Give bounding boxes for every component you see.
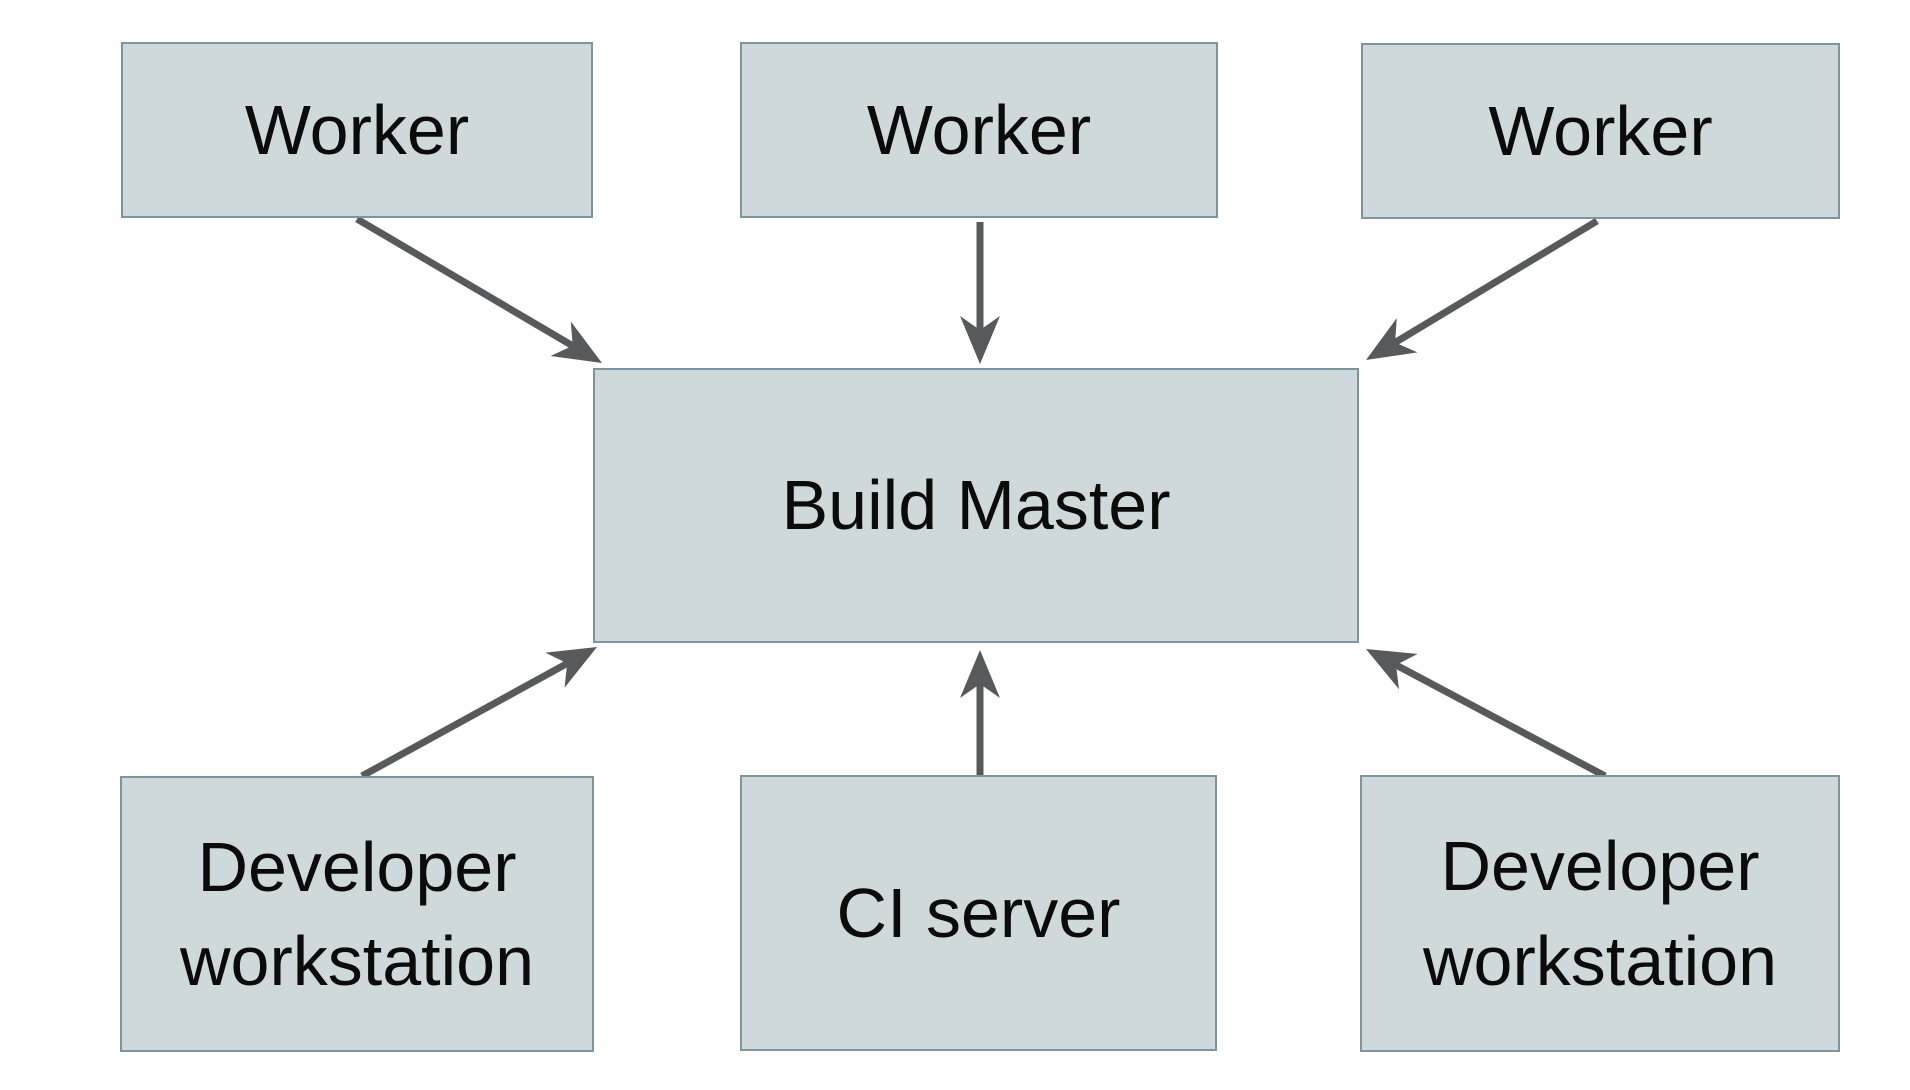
node-ci-server-label: CI server	[836, 873, 1121, 952]
node-worker-1: Worker	[121, 42, 593, 218]
arrow-worker-3-to-build-master	[1365, 218, 1599, 361]
node-developer-workstation-left-label: Developer workstation	[179, 827, 535, 1001]
node-developer-workstation-right-label: Developer workstation	[1422, 827, 1778, 1000]
node-worker-3: Worker	[1361, 43, 1840, 219]
node-worker-2: Worker	[740, 42, 1218, 218]
arrow-developer-workstation-left-to-build-master	[360, 647, 598, 780]
node-build-master: Build Master	[593, 368, 1359, 643]
node-worker-1-label: Worker	[244, 90, 470, 169]
arrow-developer-workstation-right-to-build-master	[1365, 649, 1607, 780]
node-build-master-label: Build Master	[781, 466, 1171, 545]
arrow-worker-1-to-build-master	[355, 215, 603, 364]
node-ci-server: CI server	[740, 775, 1217, 1051]
node-worker-3-label: Worker	[1488, 91, 1713, 170]
node-developer-workstation-left: Developer workstation	[120, 776, 594, 1052]
node-worker-2-label: Worker	[866, 90, 1092, 169]
node-developer-workstation-right: Developer workstation	[1360, 775, 1840, 1052]
